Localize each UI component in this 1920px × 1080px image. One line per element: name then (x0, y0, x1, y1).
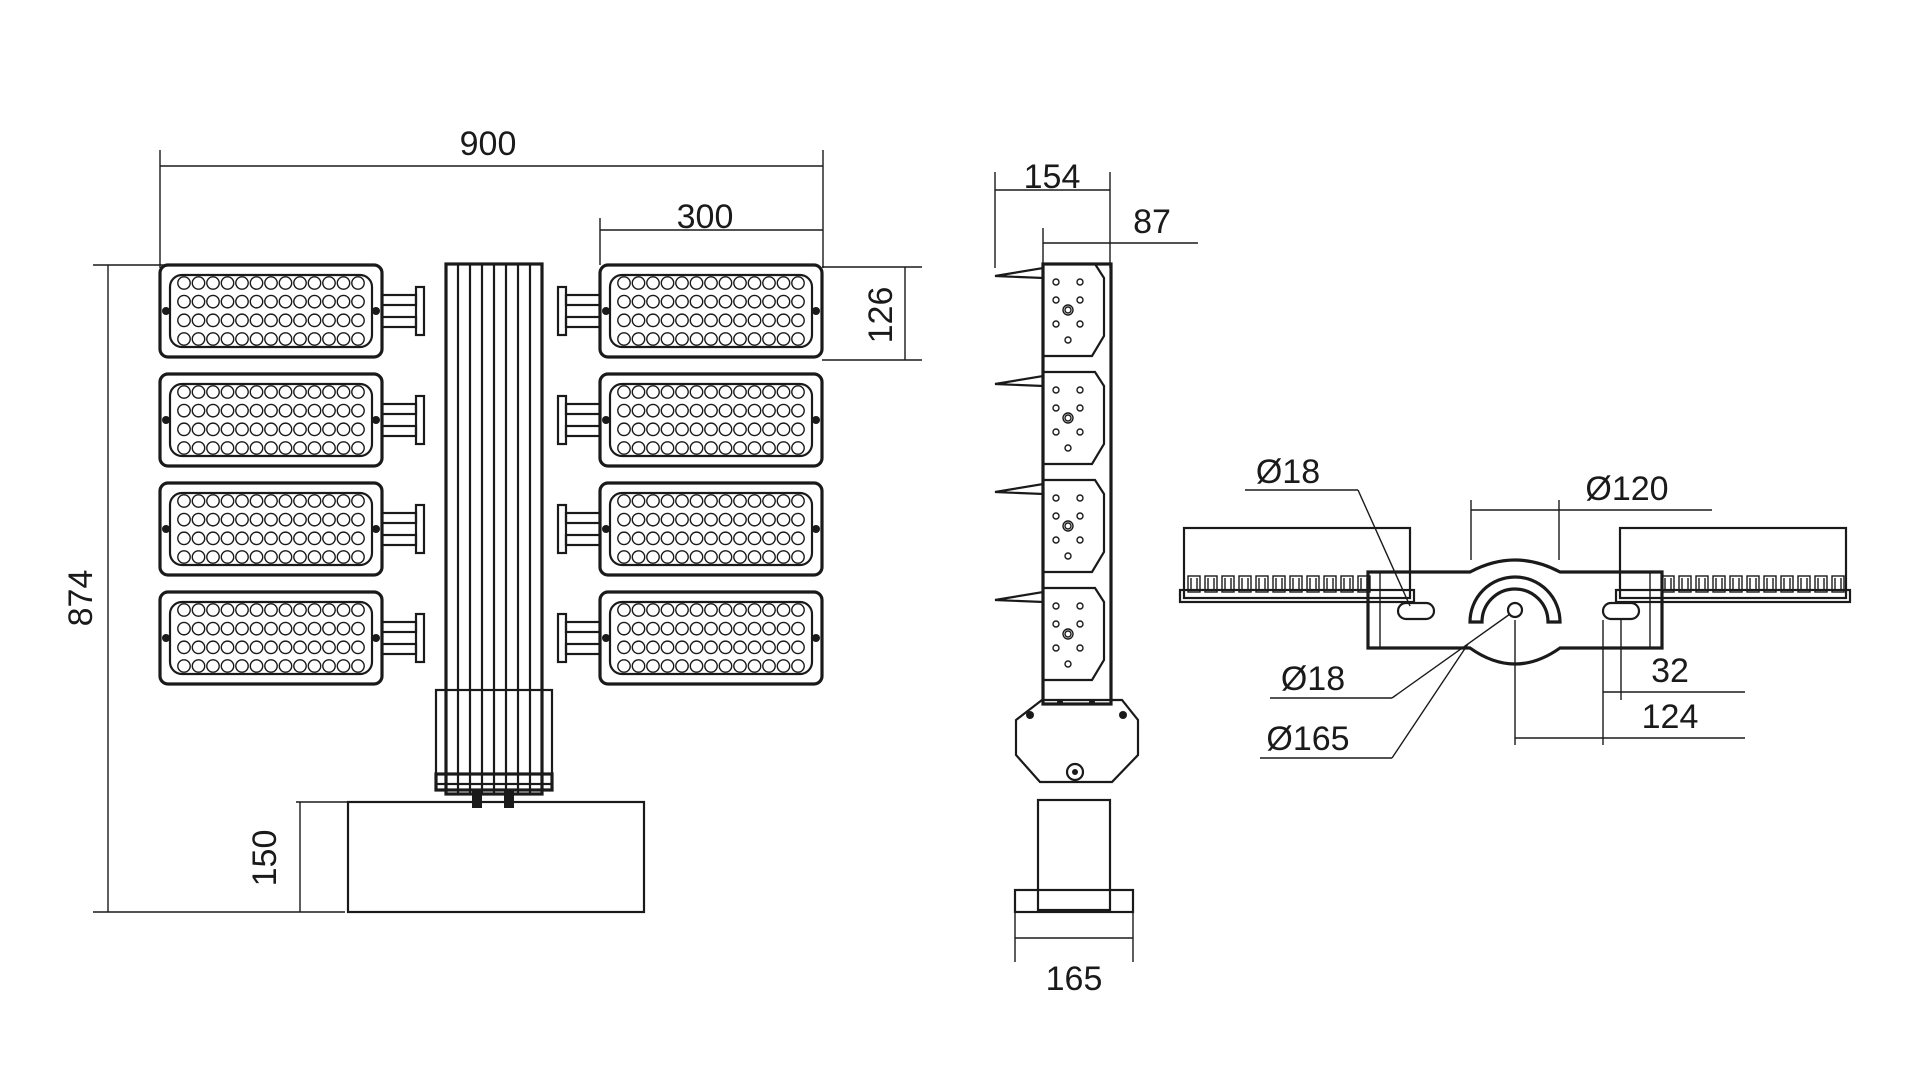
led-module (158, 372, 426, 468)
led-module (556, 481, 824, 577)
side-module (994, 478, 1106, 574)
dim-overall-height: 874 (62, 264, 345, 913)
dim-slot-width: 32 (1602, 620, 1745, 700)
hole-diameter-label: Ø18 (1281, 660, 1345, 698)
slot-diameter-top-label: Ø18 (1256, 453, 1320, 491)
dim-base-height: 150 (246, 801, 348, 912)
right-slot (1601, 601, 1641, 621)
left-slot (1396, 601, 1436, 621)
overall-width-label: 900 (460, 125, 517, 163)
led-module (158, 481, 426, 577)
bracket-body (1366, 558, 1664, 666)
base-box (346, 800, 646, 914)
dim-depth: 154 (994, 158, 1111, 268)
led-module (556, 372, 824, 468)
led-module (158, 590, 426, 686)
central-column (434, 262, 554, 808)
module-height-label: 126 (862, 287, 900, 344)
dim-overall-width: 900 (159, 125, 824, 268)
slot-spacing-label: 124 (1642, 698, 1699, 736)
dim-pivot-diameter: Ø120 (1470, 470, 1712, 560)
pivot-diameter-label: Ø120 (1585, 470, 1668, 508)
dim-slot-diameter-top: Ø18 (1245, 453, 1411, 607)
side-modules (994, 262, 1106, 682)
module-width-label: 300 (677, 198, 734, 236)
left-modules (158, 263, 426, 686)
base-height-label: 150 (246, 830, 284, 887)
base-width-label: 165 (1046, 960, 1103, 998)
pivot-arc (1468, 575, 1562, 624)
front-view: 900 300 126 874 150 (62, 125, 922, 914)
side-view: 154 87 165 (994, 158, 1198, 998)
side-module (994, 370, 1106, 466)
bracket-view: Ø120 Ø18 Ø18 Ø165 32 (1178, 453, 1852, 759)
side-bracket-plate (1014, 698, 1140, 784)
dim-hole-diameter: Ø18 (1270, 613, 1511, 699)
dim-base-width: 165 (1014, 912, 1134, 998)
dim-slot-spacing: 124 (1514, 620, 1745, 745)
side-module (994, 262, 1106, 358)
led-module (556, 263, 824, 359)
dim-offset: 87 (1042, 203, 1198, 268)
right-modules (556, 263, 824, 686)
dim-module-width: 300 (599, 198, 823, 265)
side-module (994, 586, 1106, 682)
offset-label: 87 (1133, 203, 1171, 241)
arc-diameter-label: Ø165 (1266, 720, 1349, 758)
led-module (556, 590, 824, 686)
dim-module-height: 126 (822, 266, 922, 361)
slot-width-label: 32 (1651, 652, 1689, 690)
depth-label: 154 (1024, 158, 1081, 196)
pivot-hole (1506, 601, 1524, 619)
overall-height-label: 874 (62, 570, 100, 627)
led-module (158, 263, 426, 359)
dim-arc-diameter: Ø165 (1260, 643, 1469, 759)
